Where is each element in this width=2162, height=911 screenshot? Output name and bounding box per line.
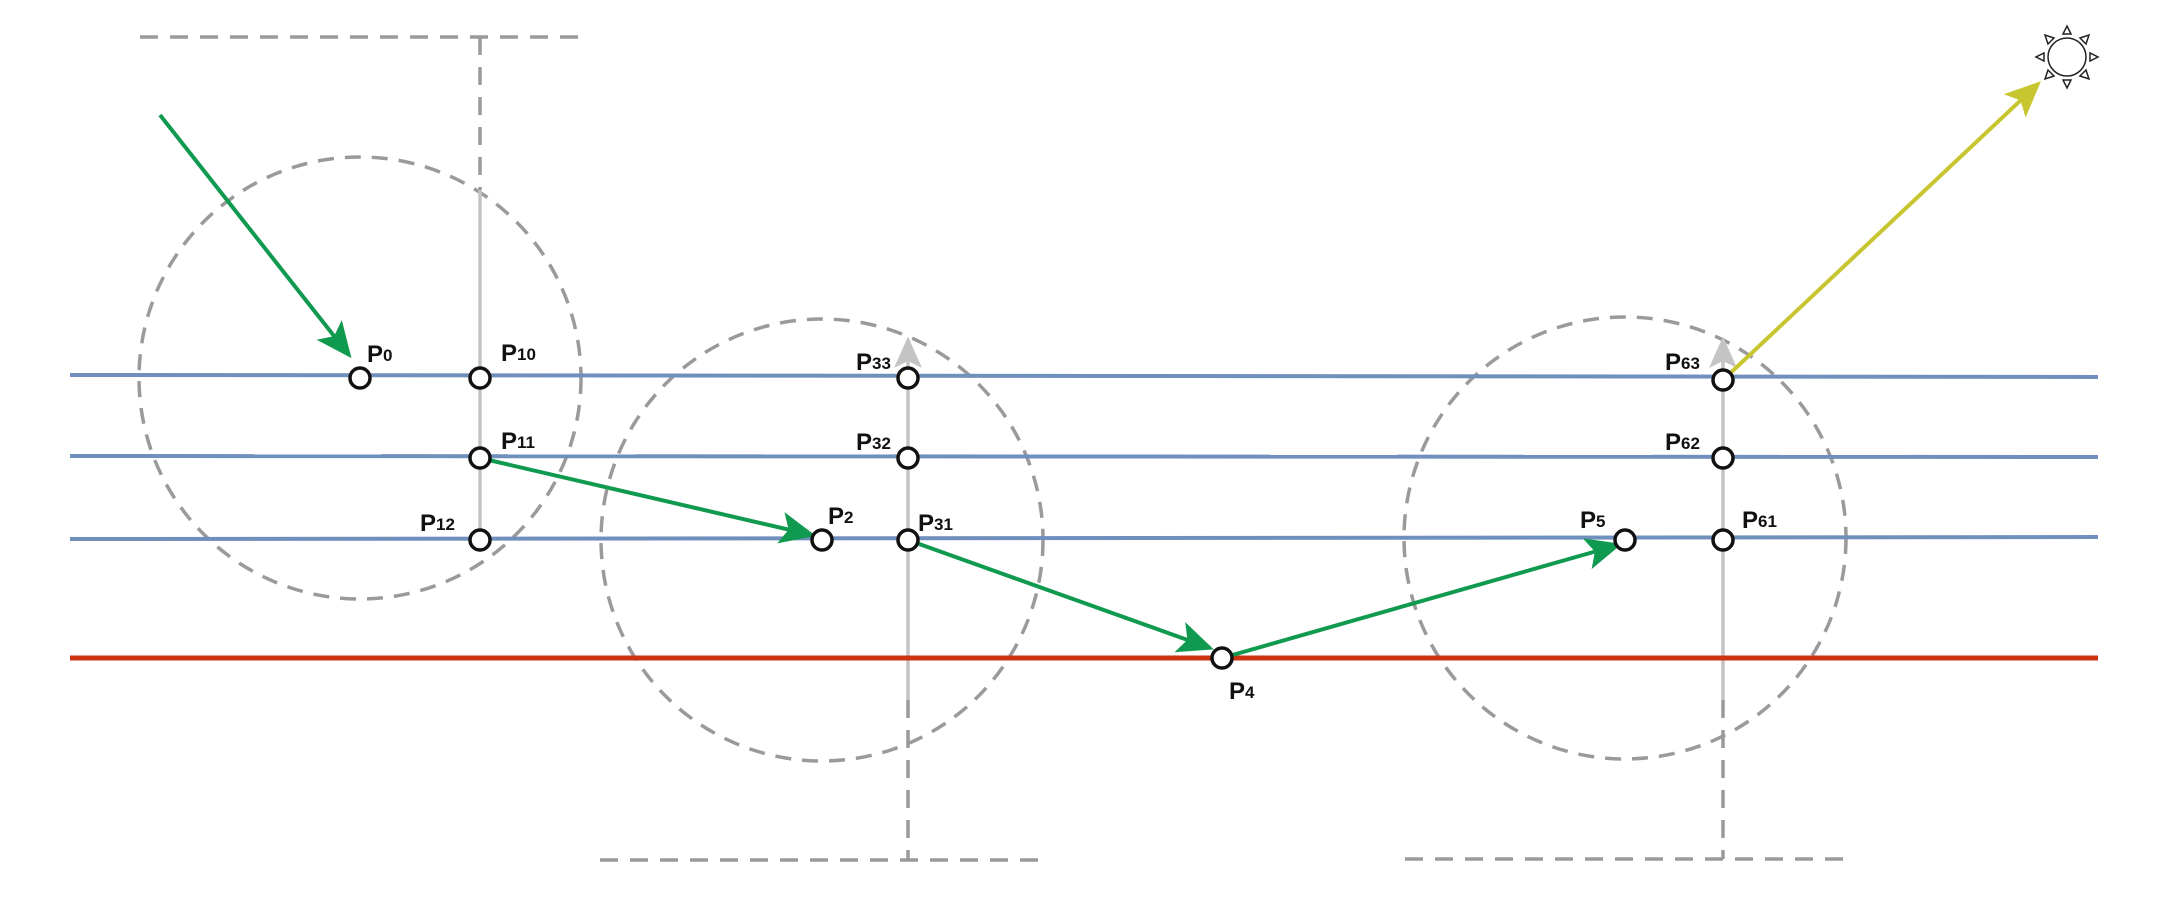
label-p12: P12 <box>420 510 455 537</box>
light-path <box>158 113 1622 660</box>
label-p62: P62 <box>1665 429 1700 456</box>
label-p0: P0 <box>367 341 392 368</box>
label-p31: P31 <box>918 510 953 537</box>
ray-to-light <box>1721 81 2041 382</box>
point-p0 <box>348 366 372 390</box>
layer-lines <box>69 373 2099 541</box>
point-p33 <box>896 366 920 390</box>
layer-line-top <box>69 373 2099 379</box>
point-labels: P0 P10 P11 P12 P2 P33 P32 P31 P4 P5 P63 … <box>367 340 1777 705</box>
point-p10 <box>468 366 492 390</box>
dashed-frames <box>140 35 1845 862</box>
ray-p4-to-p5 <box>1221 538 1622 660</box>
points <box>348 366 1735 670</box>
label-p10: P10 <box>501 340 536 367</box>
ray-p31-to-p4 <box>907 538 1214 653</box>
label-p33: P33 <box>856 349 891 376</box>
point-p32 <box>896 446 920 470</box>
sample-circles <box>137 155 1848 763</box>
label-p63: P63 <box>1665 349 1700 376</box>
label-p4: P4 <box>1229 678 1255 705</box>
point-p2 <box>810 528 834 552</box>
point-p11 <box>468 446 492 470</box>
ray-p11-to-p2 <box>479 456 816 544</box>
label-p11: P11 <box>501 428 535 455</box>
label-p5: P5 <box>1580 507 1605 534</box>
vertical-probes <box>478 190 1737 700</box>
point-p63 <box>1711 368 1735 392</box>
point-p31 <box>896 528 920 552</box>
sun-icon <box>2034 24 2100 90</box>
circle-left <box>137 155 583 601</box>
label-p2: P2 <box>828 503 853 530</box>
point-p62 <box>1711 446 1735 470</box>
point-p12 <box>468 528 492 552</box>
layer-line-middle <box>69 454 2099 459</box>
point-p5 <box>1613 528 1637 552</box>
layer-line-bottom <box>69 535 2099 541</box>
incoming-ray <box>158 113 352 359</box>
label-p61: P61 <box>1742 507 1777 534</box>
point-p61 <box>1711 528 1735 552</box>
label-p32: P32 <box>856 429 891 456</box>
point-p4 <box>1210 646 1234 670</box>
